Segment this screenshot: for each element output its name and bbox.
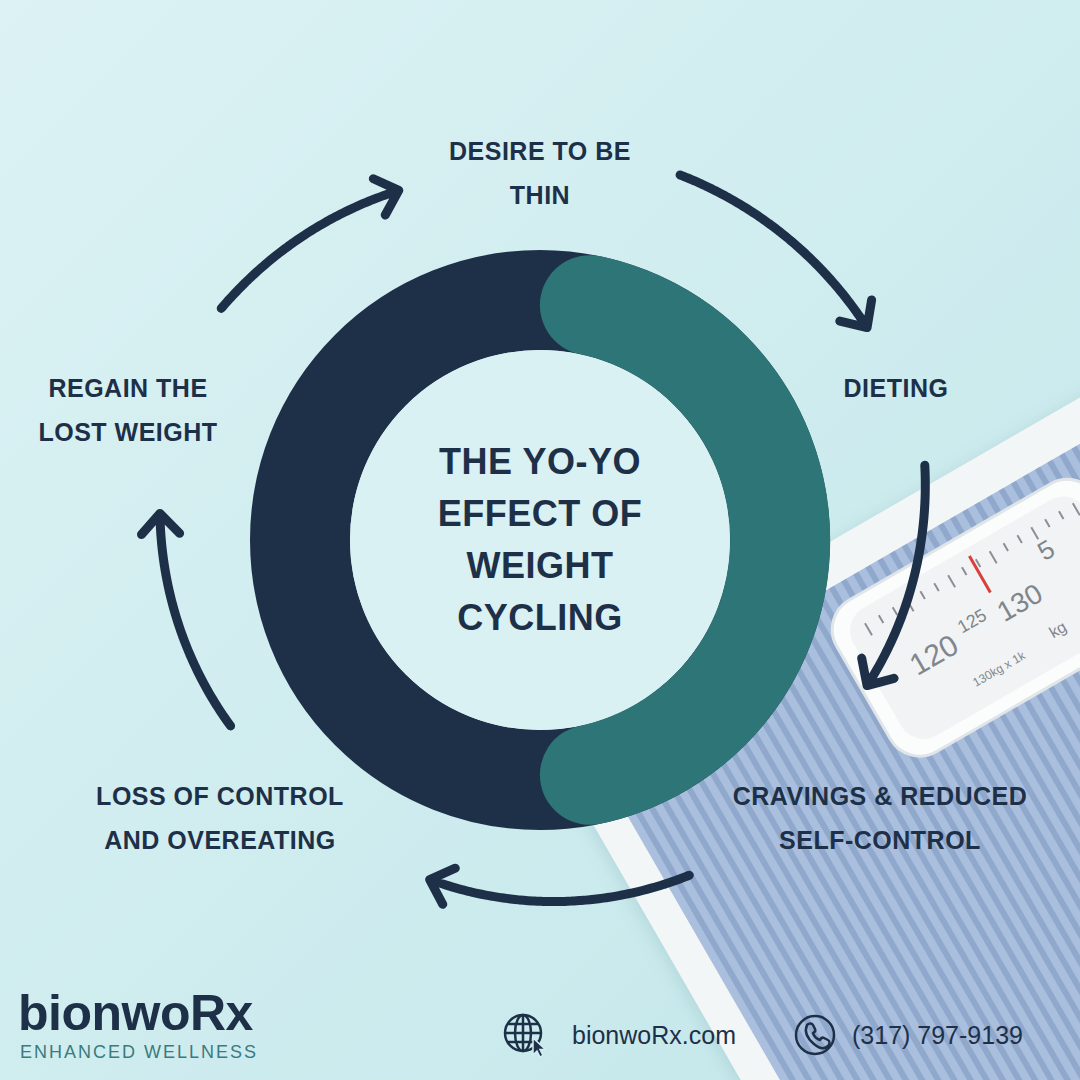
ring-navy: [300, 300, 780, 780]
brand-tagline: ENHANCED WELLNESS: [20, 1043, 258, 1061]
step-text: DIETING: [811, 366, 981, 410]
step-text: CRAVINGS & REDUCED SELF-CONTROL: [710, 774, 1050, 862]
website: bionwoRx.com: [572, 1023, 736, 1048]
brand-logo: bionwoRx: [18, 988, 253, 1038]
scale-dial-face: [841, 487, 1080, 748]
step-text: LOSS OF CONTROL AND OVEREATING: [75, 774, 365, 862]
phone-icon: [796, 1016, 834, 1054]
phone-handset: [806, 1024, 830, 1049]
cycle-step: LOSS OF CONTROL AND OVEREATING: [75, 774, 365, 862]
cycle-step: CRAVINGS & REDUCED SELF-CONTROL: [710, 774, 1050, 862]
cursor-icon: [533, 1038, 546, 1057]
cycle-step: DIETING: [811, 366, 981, 410]
step-text: REGAIN THE LOST WEIGHT: [28, 366, 228, 454]
ring-center: [350, 350, 730, 730]
cycle-step: REGAIN THE LOST WEIGHT: [28, 366, 228, 454]
diagram-title: THE YO-YO EFFECT OF WEIGHT CYCLING: [410, 436, 670, 644]
step-text: DESIRE TO BE THIN: [433, 129, 648, 217]
cycle-arrow: [680, 175, 871, 328]
cycle-arrow: [221, 179, 399, 309]
cycle-arrow: [141, 513, 230, 726]
dial-ticks: [865, 503, 1080, 635]
phone-circle: [796, 1016, 834, 1054]
scale-dial: [820, 467, 1080, 769]
cycle-arrow: [430, 868, 690, 904]
cycle-step: DESIRE TO BE THIN: [433, 129, 648, 217]
phone-number: (317) 797-9139: [852, 1023, 1023, 1048]
dial-needle: [969, 556, 990, 592]
